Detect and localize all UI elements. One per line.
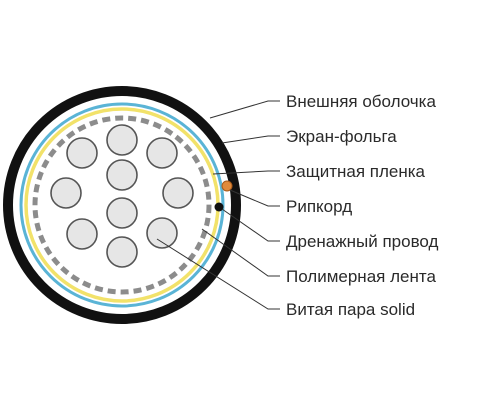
label-outer-jacket: Внешняя оболочка (286, 92, 436, 111)
conductor (146, 137, 178, 169)
leader-drain-wire (221, 208, 280, 242)
twisted-pair-conductors (50, 124, 194, 268)
label-protective-film: Защитная пленка (286, 162, 426, 181)
conductor (146, 217, 178, 249)
callout-labels: Внешняя оболочка Экран-фольга Защитная п… (286, 92, 438, 319)
conductor (106, 159, 138, 191)
leader-ripcord (229, 189, 280, 207)
leader-outer-jacket (209, 100, 280, 119)
label-polymer-tape: Полимерная лента (286, 267, 436, 286)
conductor (162, 177, 194, 209)
conductor (106, 124, 138, 156)
leader-twisted-pair (156, 238, 280, 310)
conductor (106, 236, 138, 268)
conductor (66, 218, 98, 250)
conductor (50, 177, 82, 209)
leader-protective-film (212, 170, 280, 175)
label-drain-wire: Дренажный провод (286, 232, 438, 251)
label-ripcord: Рипкорд (286, 197, 352, 216)
drain-wire (214, 202, 224, 212)
leader-foil-shield (221, 135, 280, 144)
conductor (66, 137, 98, 169)
label-twisted-pair: Витая пара solid (286, 300, 415, 319)
label-foil-shield: Экран-фольга (286, 127, 397, 146)
ripcord (221, 180, 233, 192)
polymer-tape-ring (32, 115, 212, 295)
leader-lines (156, 100, 280, 310)
leader-polymer-tape (201, 228, 280, 277)
conductor (106, 197, 138, 229)
cable-cross-section (3, 86, 241, 324)
